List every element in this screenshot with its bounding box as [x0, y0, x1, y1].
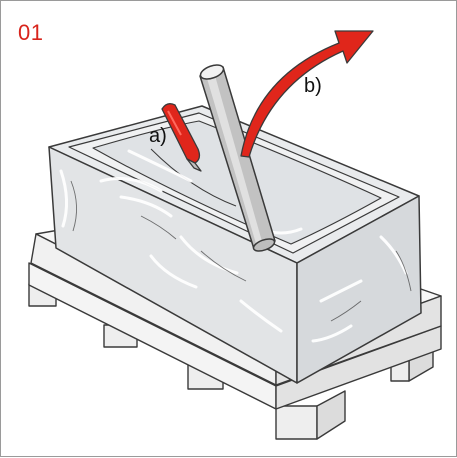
step-number: 01 [18, 20, 44, 45]
shrink-film-highlights [59, 149, 408, 343]
label-b: b) [304, 75, 322, 97]
cutter-knife-icon [161, 103, 202, 172]
label-a: a) [149, 125, 167, 147]
tube [199, 64, 276, 252]
shrink-film-edges [70, 180, 412, 322]
curved-arrow-icon [240, 30, 374, 158]
